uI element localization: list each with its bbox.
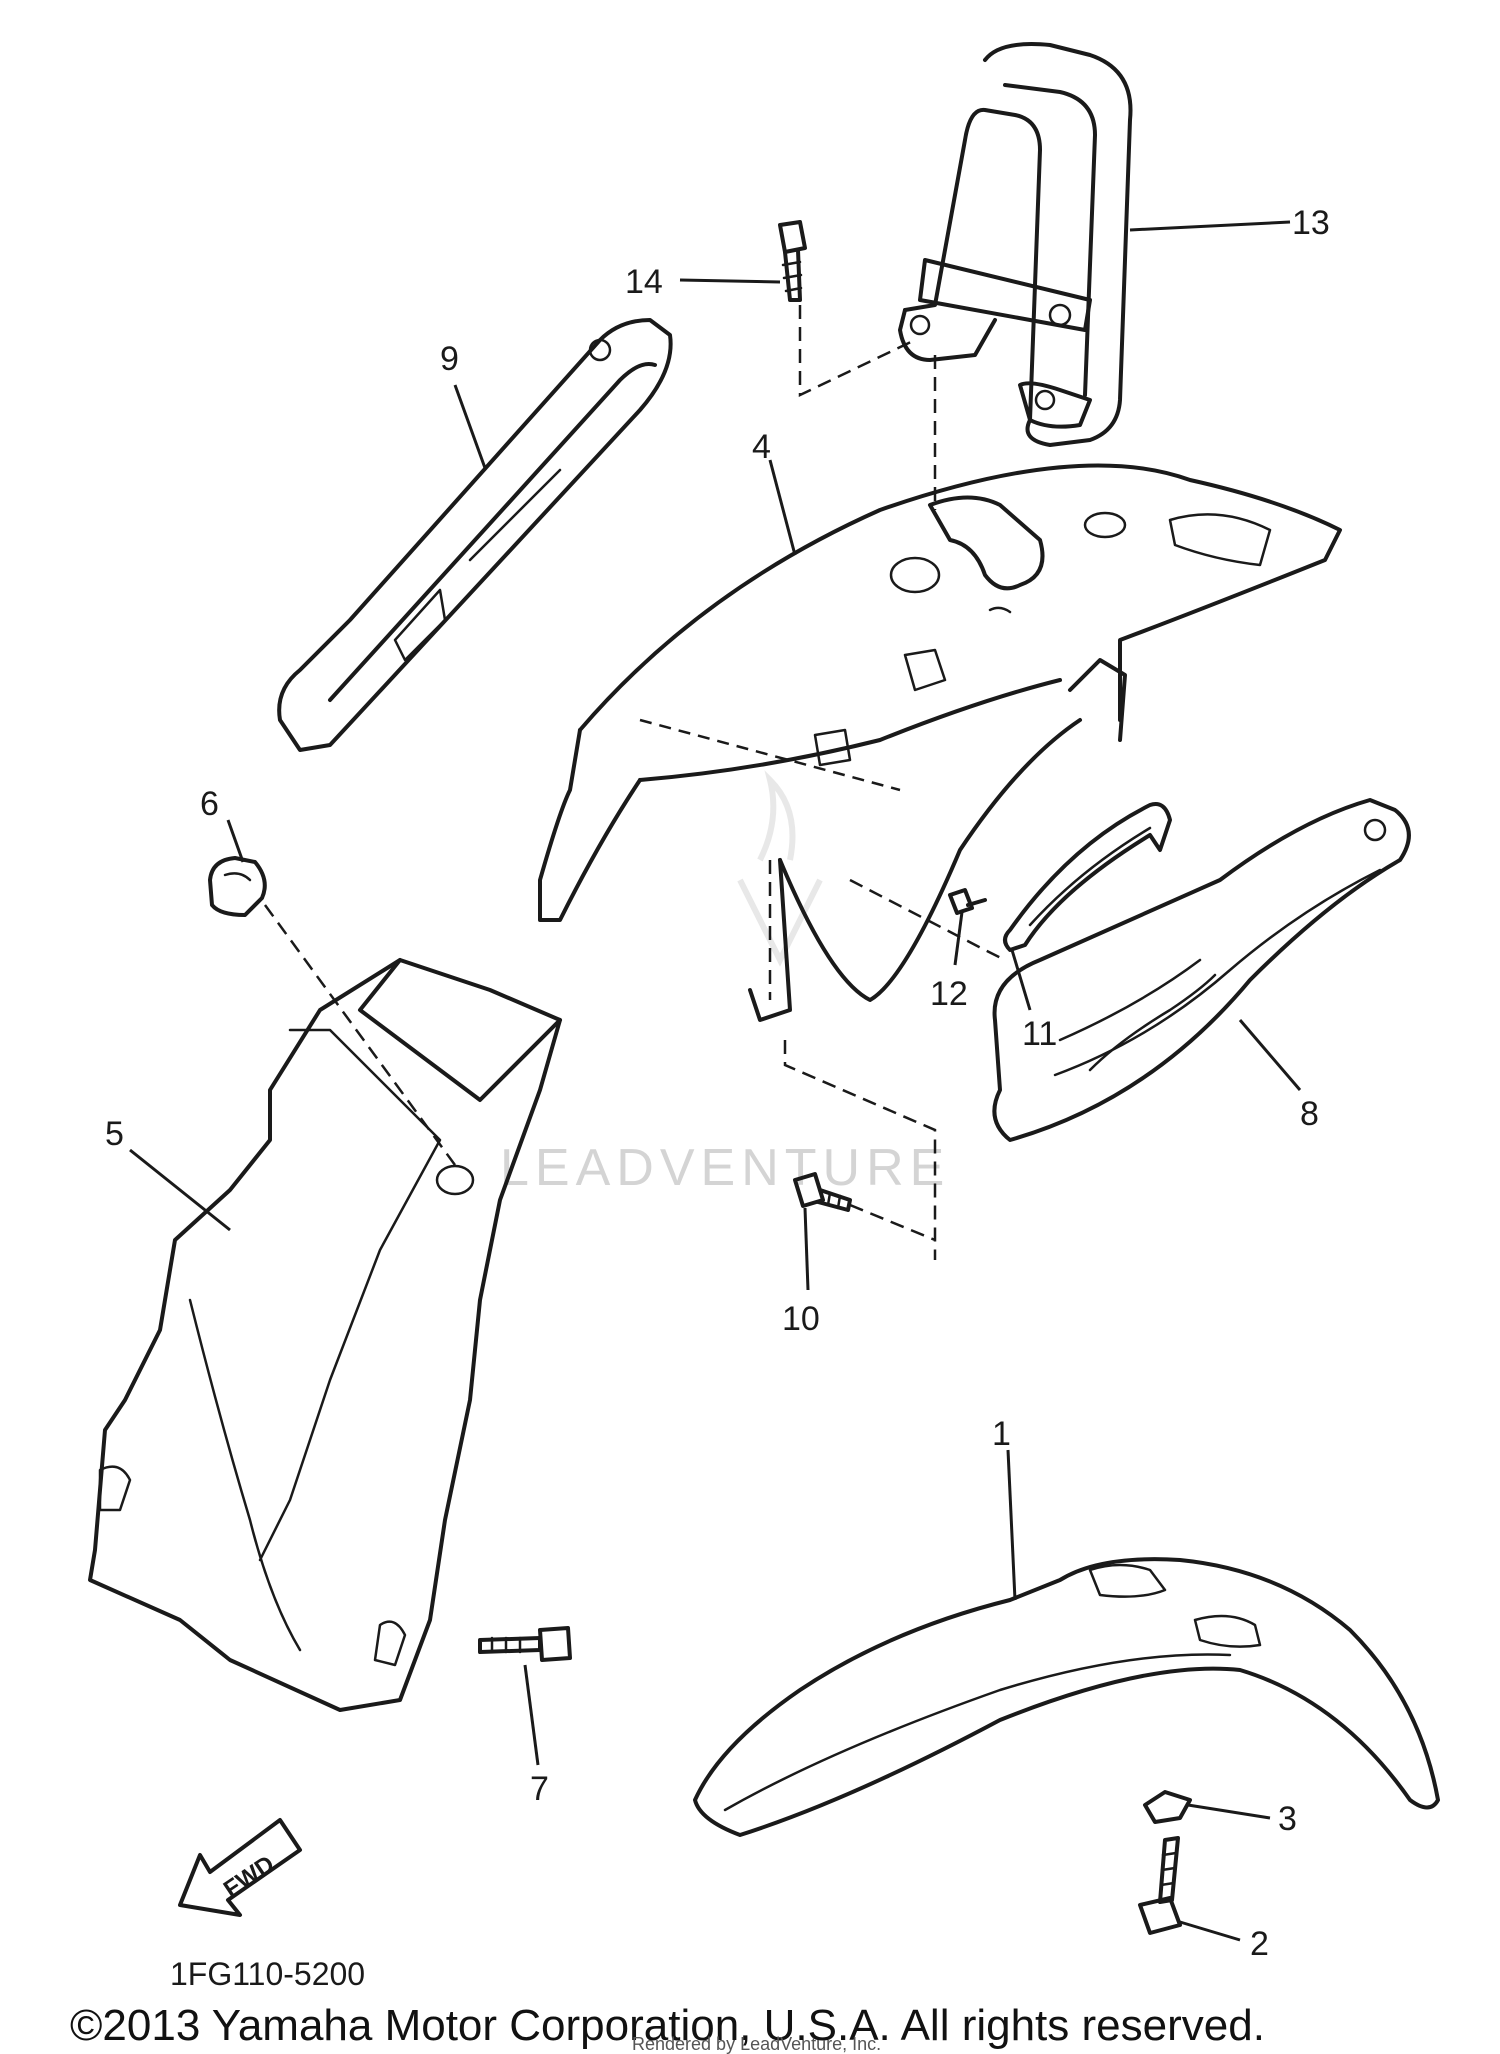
callout-2: 2 [1250, 1925, 1269, 1963]
callout-10: 10 [782, 1300, 820, 1338]
leader-lines [129, 220, 1302, 1942]
callout-4: 4 [752, 428, 771, 466]
callout-12: 12 [930, 975, 968, 1013]
part-5-inner-fender[interactable] [88, 958, 562, 1712]
copyright-notice: ©2013 Yamaha Motor Corporation, U.S.A. A… [70, 2001, 1265, 2050]
callout-11: 11 [1022, 1015, 1057, 1053]
fwd-arrow-icon: FWD [178, 1818, 302, 1917]
callout-9: 9 [440, 340, 459, 378]
part-11-bracket[interactable] [1003, 802, 1172, 952]
callout-3: 3 [1278, 1800, 1297, 1838]
part-12-screw[interactable] [948, 888, 987, 915]
part-2-bolt[interactable] [1138, 1836, 1182, 1935]
diagram-code: 1FG110-5200 [170, 1956, 365, 1992]
watermark-text: LEADVENTURE [500, 1139, 950, 1197]
callout-7: 7 [530, 1770, 549, 1808]
part-8-side-rail[interactable] [992, 798, 1411, 1142]
callout-1: 1 [992, 1415, 1011, 1453]
callout-8: 8 [1300, 1095, 1319, 1133]
part-13-grab-bar[interactable] [898, 42, 1133, 447]
part-9-side-rail[interactable] [277, 318, 673, 752]
part-6-grommet[interactable] [208, 856, 267, 917]
part-10-bolt[interactable] [793, 1172, 852, 1212]
watermark-logo-icon [737, 770, 823, 967]
callout-6: 6 [200, 785, 219, 823]
part-7-bolt[interactable] [478, 1626, 572, 1662]
part-4-rear-fender[interactable] [538, 463, 1342, 1022]
rendered-by-note: Rendered by LeadVenture, Inc. [632, 2034, 881, 2054]
part-3-washer[interactable] [1143, 1790, 1192, 1824]
callout-5: 5 [105, 1115, 124, 1153]
part-14-bolt[interactable] [778, 220, 807, 302]
assembly-lines [263, 305, 1006, 1260]
part-1-front-fender[interactable] [693, 1557, 1440, 1837]
callout-13: 13 [1292, 204, 1330, 242]
callout-14: 14 [625, 263, 663, 301]
